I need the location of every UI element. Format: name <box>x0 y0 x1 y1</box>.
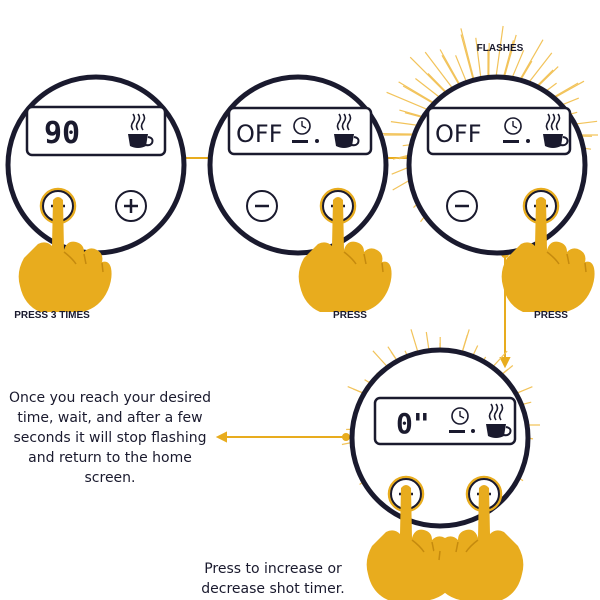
instruction-line: screen. <box>85 470 136 486</box>
instruction-line: seconds it will stop flashing <box>14 430 207 446</box>
display-reading: 0" <box>396 407 430 440</box>
press-instruction: Press to increase or decrease shot timer… <box>201 561 344 597</box>
caption-flashes: FLASHES <box>477 43 524 54</box>
clock-icon <box>293 117 311 135</box>
clock-icon <box>451 407 469 425</box>
instruction-line: time, wait, and after a few <box>17 410 202 426</box>
clock-icon <box>504 117 522 135</box>
plus-button[interactable] <box>114 189 148 223</box>
instruction-line: Once you reach your desired <box>9 390 211 406</box>
caption-press-3-times: PRESS 3 TIMES <box>14 310 90 321</box>
minus-button[interactable] <box>245 189 279 223</box>
display-reading: OFF <box>236 120 283 148</box>
panel-3: OFF <box>406 74 596 313</box>
instruction-line: decrease shot timer. <box>201 581 344 597</box>
minus-button[interactable] <box>445 189 479 223</box>
caption-press: PRESS <box>333 310 367 321</box>
wait-instruction: Once you reach your desired time, wait, … <box>9 390 211 486</box>
caption-press: PRESS <box>534 310 568 321</box>
panel-1: 90 <box>5 74 187 313</box>
display-reading: 90 <box>44 116 80 151</box>
instruction-line: and return to the home <box>28 450 192 466</box>
panel-2: OFF <box>207 74 393 313</box>
display-reading: OFF <box>435 120 482 148</box>
instruction-line: Press to increase or <box>204 561 342 577</box>
panel-4: 0" <box>349 347 531 600</box>
